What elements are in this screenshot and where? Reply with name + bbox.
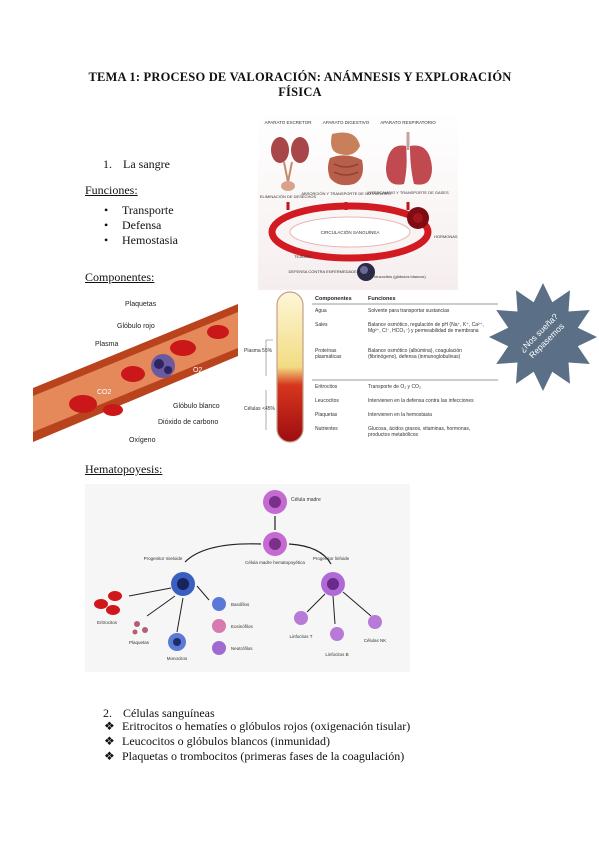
circulation-ring — [268, 202, 432, 262]
label-hormonas: HORMONAS — [434, 234, 458, 239]
label-basofilos: Basófilos — [231, 602, 250, 607]
basophil-icon — [212, 597, 226, 611]
blood-composition-figure: Plasma 55% Células <45% Componentes Func… — [240, 290, 502, 450]
label-celulas-nk: Células NK — [364, 638, 387, 643]
label-aparato-digestivo: APARATO DIGESTIVO — [323, 120, 370, 125]
section-1-label: La sangre — [123, 157, 170, 171]
neutrophil-icon — [212, 641, 226, 655]
red-blood-cells — [69, 325, 229, 416]
funciones-list: •Transporte •Defensa •Hemostasia — [100, 203, 250, 248]
table-cell-component: Agua — [315, 308, 327, 314]
label-plasma: Plasma — [95, 341, 118, 348]
organ-circulation-figure: APARATO EXCRETOR APARATO DIGESTIVO APARA… — [258, 112, 458, 290]
label-linfocitos-b: Linfocitos B — [325, 652, 348, 657]
label-linfocitos-t: Linfocitos T — [290, 634, 313, 639]
page-title: TEMA 1: PROCESO DE VALORACIÓN: ANÁMNESIS… — [88, 70, 512, 99]
label-globulo-rojo: Glóbulo rojo — [117, 323, 155, 330]
section-2-heading: 2. Células sanguíneas — [103, 706, 215, 720]
list-item: •Defensa — [104, 218, 162, 232]
label-defensa: DEFENSA CONTRA ENFERMEDADES — [289, 269, 360, 274]
bullet-marker: • — [104, 233, 109, 247]
composition-table-rows: Agua Solvente para transportar sustancias… — [315, 308, 484, 438]
list-item: •Transporte — [104, 203, 174, 217]
label-absorcion: ABSORCIÓN Y TRANSPORTE DE NUTRIENTES — [301, 191, 391, 196]
table-cell-component: Eritrocitos — [315, 384, 338, 390]
table-cell-function: Glucosa, ácidos grasos, vitaminas, hormo… — [368, 426, 470, 438]
list-item: ❖Plaquetas o trombocitos (primeras fases… — [104, 749, 405, 763]
label-plaquetas: Plaquetas — [125, 301, 157, 308]
label-eritrocitos: Eritrocitos — [97, 620, 118, 625]
label-aparato-excretor: APARATO EXCRETOR — [265, 120, 313, 125]
hematopoyesis-heading: Hematopoyesis: — [85, 462, 163, 476]
section-2-number: 2. — [103, 706, 112, 720]
diamond-bullet-icon: ❖ — [104, 734, 115, 748]
section-1-number: 1. — [103, 157, 112, 171]
kidneys-icon — [271, 137, 309, 191]
label-eosinofilos: Eosinófilos — [231, 624, 254, 629]
section-2-label: Células sanguíneas — [123, 706, 215, 720]
table-header-componentes: Componentes — [315, 296, 352, 302]
label-plaquetas-hema: Plaquetas — [129, 640, 150, 645]
label-tejidos: TEJIDOS — [294, 254, 311, 259]
blood-vessel-figure: CO2 O2 Plaquetas Glóbulo rojo Plasma Gló… — [33, 292, 238, 444]
table-cell-function: Intervienen en la defensa contra las inf… — [368, 398, 474, 404]
list-item: ❖Leucocitos o glóbulos blancos (inmunida… — [104, 734, 330, 748]
table-cell-component: Sales — [315, 322, 328, 328]
label-celula-madre: Célula madre — [291, 497, 321, 503]
label-circulacion: CIRCULACIÓN SANGUÍNEA — [321, 229, 380, 235]
diamond-bullet-icon: ❖ — [104, 749, 115, 763]
hematopoiesis-diagram: Célula madre Célula madre hematopoyética… — [85, 484, 410, 672]
digestive-system-icon — [328, 132, 363, 186]
list-item: ❖Eritrocitos o hematíes o glóbulos rojos… — [104, 719, 411, 733]
table-cell-function: Balance osmótico (albúmina), coagulación… — [368, 348, 462, 360]
label-monocitos: Monocitos — [167, 656, 188, 661]
t-lymphocyte-icon — [294, 611, 308, 625]
bullet-marker: • — [104, 203, 109, 217]
funciones-heading: Funciones: — [85, 183, 138, 197]
co2-label: CO2 — [97, 389, 112, 396]
label-intercambio: INTERCAMBIO Y TRANSPORTE DE GASES — [367, 190, 449, 195]
table-header-funciones: Funciones — [368, 296, 396, 302]
erythrocytes-icon — [94, 591, 122, 615]
eosinophil-icon — [212, 619, 226, 633]
table-cell-function: Intervienen en la hemostasia — [368, 412, 432, 418]
label-neutrofilos: Neutrófilos — [231, 646, 253, 651]
tube-label-celulas: Células <45% — [244, 406, 276, 412]
label-mieloide: Progenitor mieloide — [144, 556, 183, 561]
starburst-shape — [489, 283, 597, 391]
list-item: •Hemostasia — [104, 233, 178, 247]
bullet-marker: • — [104, 218, 109, 232]
section-1-heading: 1. La sangre — [103, 157, 170, 171]
label-globulo-blanco: Glóbulo blanco — [173, 403, 220, 410]
label-aparato-respiratorio: APARATO RESPIRATORIO — [380, 120, 436, 125]
label-leucocitos: leucocitos (glóbulos blancos) — [374, 274, 426, 279]
table-cell-component: Leucocitos — [315, 398, 339, 404]
label-eliminacion: ELIMINACIÓN DE DESECHOS — [260, 194, 317, 199]
test-tube-icon — [276, 291, 304, 443]
table-cell-function: Balance osmótico, regulación de pH (Na⁺,… — [368, 322, 484, 334]
table-cell-function: Solvente para transportar sustancias — [368, 308, 450, 314]
label-linfoide: Progenitor linfoide — [313, 556, 350, 561]
diamond-bullet-icon: ❖ — [104, 719, 115, 733]
repasemos-badge: ¿Nos sueña? Repasemos — [489, 283, 597, 391]
lungs-icon — [386, 132, 432, 185]
b-lymphocyte-icon — [330, 627, 344, 641]
label-hematopoyetica: Célula madre hematopoyética — [245, 560, 305, 565]
tube-label-plasma: Plasma 55% — [244, 348, 273, 354]
table-cell-function: Transporte de O₂ y CO₂ — [368, 384, 421, 390]
platelets-icon — [132, 621, 148, 635]
table-cell-component: Nutrientes — [315, 426, 338, 432]
nk-cell-icon — [368, 615, 382, 629]
componentes-heading: Componentes: — [85, 270, 155, 284]
cell-types-list: ❖Eritrocitos o hematíes o glóbulos rojos… — [100, 719, 520, 764]
o2-label: O2 — [193, 367, 202, 374]
label-oxigeno: Oxígeno — [129, 437, 156, 444]
label-dioxido: Dióxido de carbono — [158, 419, 218, 426]
table-cell-component: Plaquetas — [315, 412, 338, 418]
